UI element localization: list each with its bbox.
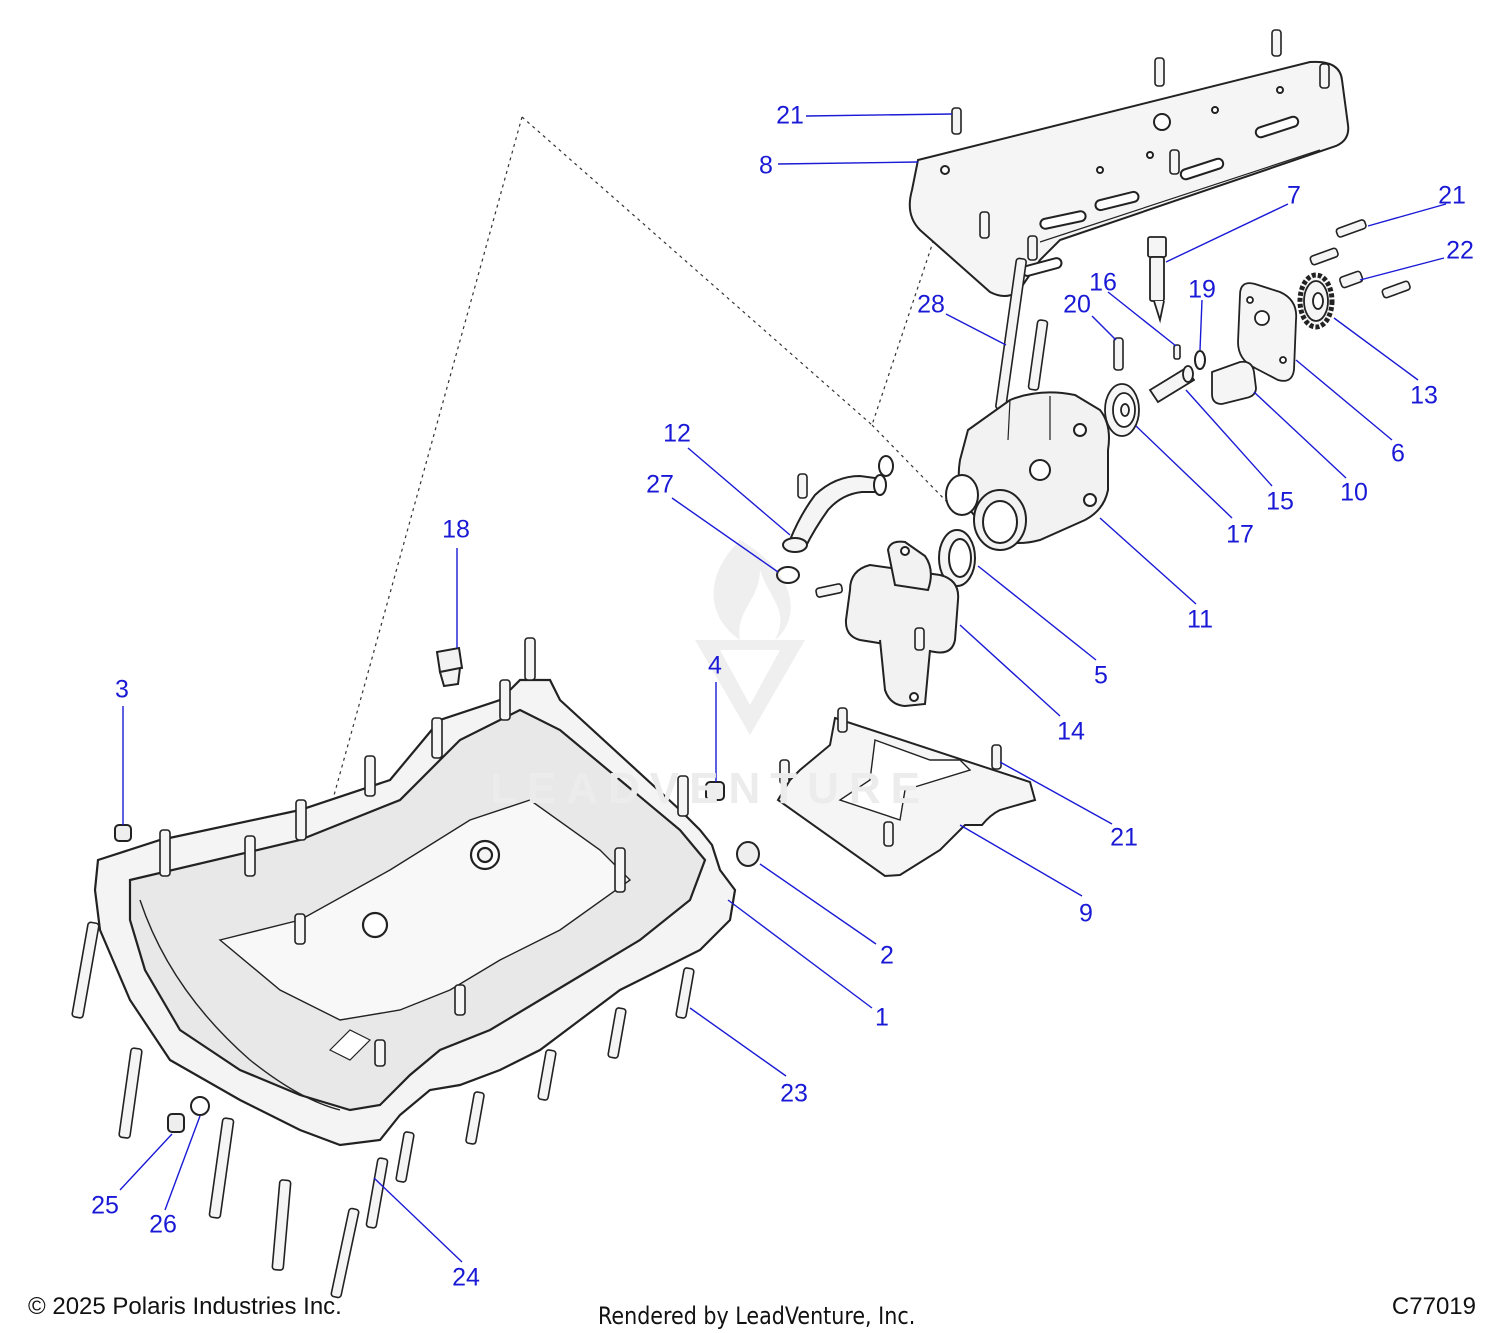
callout-21-mid: 21 bbox=[1110, 823, 1138, 852]
pump-mount-bolts bbox=[995, 257, 1124, 411]
part-27-o-ring bbox=[776, 566, 800, 584]
oil-pan-studs bbox=[159, 637, 689, 1067]
part-17-rotor bbox=[1104, 383, 1140, 437]
callout-11: 11 bbox=[1187, 605, 1213, 634]
callout-22: 22 bbox=[1446, 236, 1474, 265]
part-19-o-ring bbox=[1194, 350, 1206, 370]
part-11-oil-pump-body bbox=[945, 391, 1110, 551]
callout-8: 8 bbox=[759, 151, 773, 180]
callout-1: 1 bbox=[875, 1003, 889, 1032]
callout-3: 3 bbox=[115, 675, 129, 704]
callout-28: 28 bbox=[917, 290, 945, 319]
callout-14: 14 bbox=[1057, 717, 1085, 746]
callout-26: 26 bbox=[149, 1210, 177, 1239]
callout-16: 16 bbox=[1089, 268, 1117, 297]
upper-plate-bolts bbox=[951, 29, 1330, 261]
callout-18: 18 bbox=[442, 515, 470, 544]
callout-7: 7 bbox=[1287, 181, 1301, 210]
part-9-baffle-plate bbox=[776, 716, 1037, 878]
part-7-relief-valve bbox=[1147, 236, 1167, 324]
part-8-upper-gasket-plate bbox=[908, 60, 1350, 297]
part-16-pin bbox=[1173, 344, 1181, 360]
callout-20: 20 bbox=[1063, 290, 1091, 319]
part-2-drain-plug bbox=[736, 841, 760, 867]
callout-19: 19 bbox=[1188, 275, 1216, 304]
part-14-oil-strainer bbox=[844, 540, 960, 708]
callout-12: 12 bbox=[663, 419, 691, 448]
callout-21-top: 21 bbox=[776, 101, 804, 130]
part-15-pump-shaft bbox=[1148, 365, 1196, 404]
copyright-text: © 2025 Polaris Industries Inc. bbox=[28, 1293, 342, 1320]
pump-cover-bolts bbox=[1309, 219, 1411, 299]
part-12-oil-pipe bbox=[782, 455, 894, 553]
baffle-bolts bbox=[779, 707, 1002, 847]
callout-4: 4 bbox=[708, 651, 722, 680]
part-5-seal-ring bbox=[938, 529, 976, 587]
part-18-fitting bbox=[435, 646, 464, 688]
callout-5: 5 bbox=[1094, 661, 1108, 690]
part-3-plug bbox=[114, 824, 132, 842]
rendered-by-text: Rendered by LeadVenture, Inc. bbox=[598, 1302, 916, 1330]
diagram-code: C77019 bbox=[1391, 1293, 1476, 1320]
oil-pan-bolts bbox=[71, 921, 695, 1299]
part-4-plug bbox=[705, 781, 725, 801]
callout-25: 25 bbox=[91, 1191, 119, 1220]
part-10-relief-block bbox=[1211, 360, 1257, 405]
callout-10: 10 bbox=[1340, 478, 1368, 507]
part-1-oil-pan bbox=[93, 678, 737, 1147]
callout-24: 24 bbox=[452, 1263, 480, 1292]
callout-15: 15 bbox=[1266, 487, 1294, 516]
callout-2: 2 bbox=[880, 941, 894, 970]
callout-13: 13 bbox=[1410, 381, 1438, 410]
callout-23: 23 bbox=[780, 1079, 808, 1108]
watermark-logo bbox=[695, 540, 805, 735]
callout-17: 17 bbox=[1226, 520, 1254, 549]
callout-6: 6 bbox=[1391, 439, 1405, 468]
pipe-bolt bbox=[797, 473, 808, 499]
part-26-washer bbox=[190, 1096, 210, 1116]
callout-9: 9 bbox=[1079, 899, 1093, 928]
callout-leader-lines bbox=[119, 113, 1447, 1263]
part-13-sprocket bbox=[1297, 272, 1335, 330]
callout-27: 27 bbox=[646, 470, 674, 499]
watermark-text: LEADVENTURE bbox=[490, 764, 931, 813]
callout-21-right: 21 bbox=[1438, 181, 1466, 210]
part-25-plug bbox=[167, 1113, 185, 1133]
strainer-bolts bbox=[815, 583, 925, 651]
